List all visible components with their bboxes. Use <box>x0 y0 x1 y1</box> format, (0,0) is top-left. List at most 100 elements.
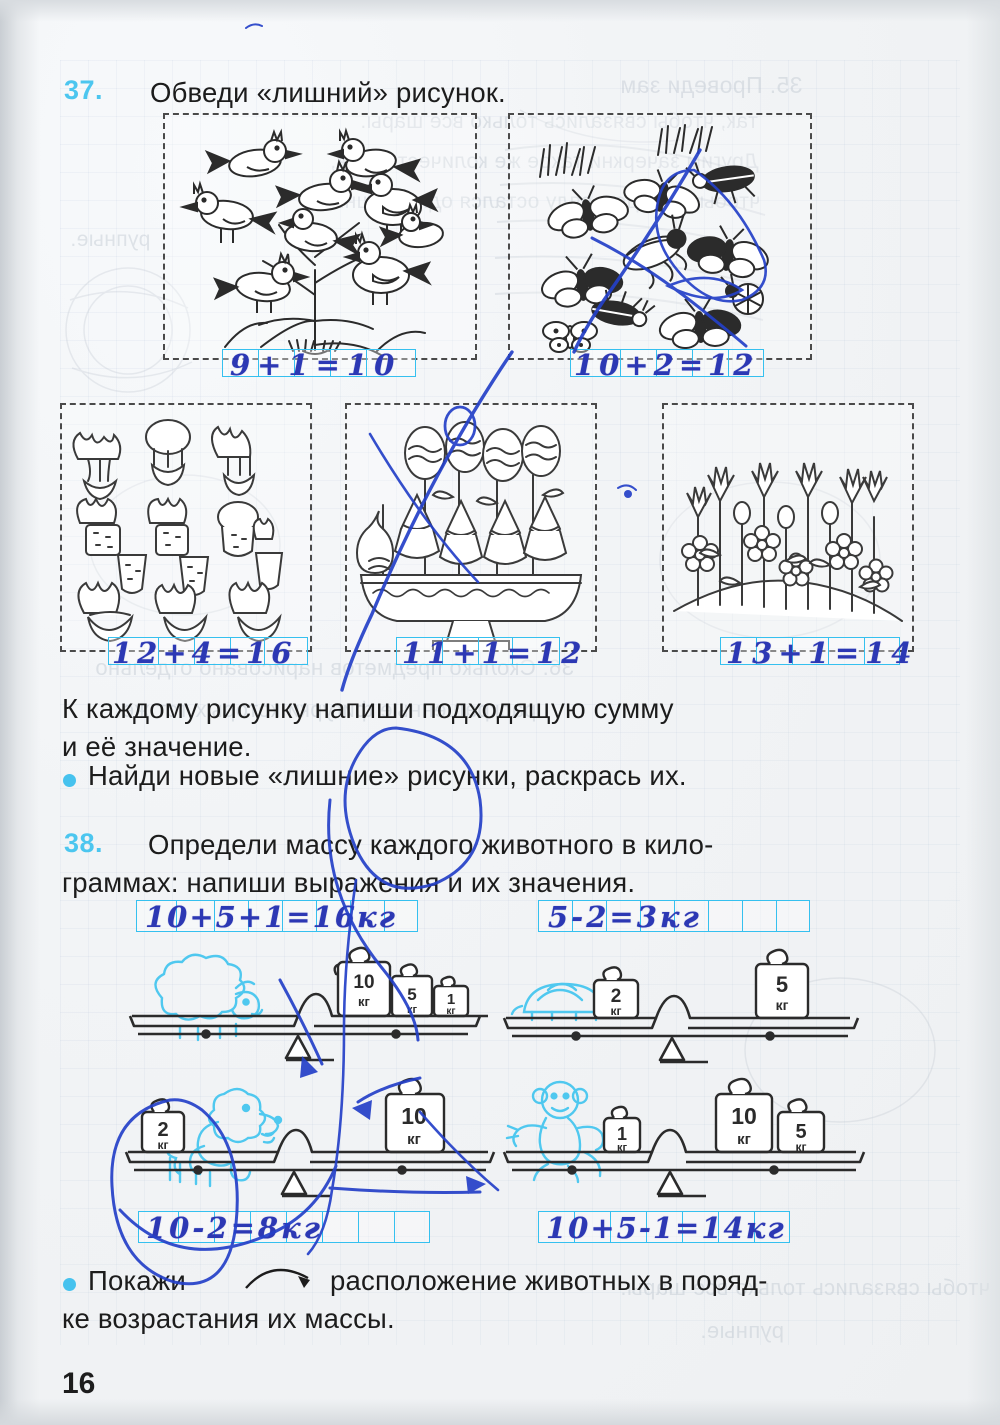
flowers-in-field-illustration <box>664 405 912 650</box>
exercise-37-prompt: Обведи «лишний» рисунок. <box>150 77 506 108</box>
answer-cell[interactable] <box>394 1211 430 1243</box>
scan-edge-top <box>0 0 1000 22</box>
answer-cell[interactable] <box>756 637 792 665</box>
answer-cell[interactable] <box>316 900 350 932</box>
answer-cell[interactable] <box>720 637 756 665</box>
answer-cell[interactable] <box>108 637 158 665</box>
exercise-38-prompt-line-1: Определи массу каждого животного в кило- <box>148 829 714 860</box>
answer-cell[interactable] <box>322 1211 358 1243</box>
answer-cell[interactable] <box>708 900 742 932</box>
answer-cell[interactable] <box>136 900 176 932</box>
answer-cell[interactable] <box>248 900 282 932</box>
answer-cell[interactable] <box>396 637 442 665</box>
exercise-37-bullet-line: Найди новые «лишние» рисунки, раскрась и… <box>88 760 687 791</box>
answer-cell[interactable] <box>574 1211 610 1243</box>
weight-label-5: 5 <box>407 985 416 1004</box>
weight-label-10: 10 <box>401 1103 427 1129</box>
answer-cell[interactable] <box>674 900 708 932</box>
answer-cell[interactable] <box>718 1211 754 1243</box>
curved-arrow-icon <box>245 1268 310 1289</box>
balance-scale-sheep: 10 кг 5 кг 1 кг <box>120 940 500 1070</box>
answer-cell[interactable] <box>194 637 230 665</box>
answer-cell[interactable] <box>366 349 416 377</box>
picture-frame-vegetables[interactable] <box>60 403 312 652</box>
picture-frame-butterflies[interactable] <box>508 113 812 360</box>
weight-unit: кг <box>610 1004 621 1018</box>
answer-cell[interactable] <box>754 1211 790 1243</box>
answer-cell[interactable] <box>682 1211 718 1243</box>
answer-cell[interactable] <box>230 637 264 665</box>
answer-cell[interactable] <box>656 349 692 377</box>
weight-unit: кг <box>407 1131 421 1148</box>
answer-cells-eggs[interactable] <box>396 637 560 665</box>
weight-label-1: 1 <box>447 991 455 1008</box>
answer-cell[interactable] <box>178 1211 214 1243</box>
answer-cell[interactable] <box>610 1211 646 1243</box>
answer-cell[interactable] <box>214 900 248 932</box>
answer-cell[interactable] <box>350 900 384 932</box>
answer-cell[interactable] <box>646 1211 682 1243</box>
answer-cell[interactable] <box>742 900 776 932</box>
answer-cells-butterflies[interactable] <box>570 349 764 377</box>
balance-scale-monkey: 1 кг 10 кг 5 кг <box>498 1072 868 1202</box>
balance-scale-poodle: 2 кг 10 кг <box>118 1072 498 1202</box>
answer-cells-poodle[interactable] <box>138 1211 430 1243</box>
weight-unit: кг <box>795 1140 806 1154</box>
answer-cell[interactable] <box>358 1211 394 1243</box>
picture-frame-birds[interactable] <box>163 113 477 360</box>
answer-cell[interactable] <box>442 637 478 665</box>
exercise-38-bullet-line-2: ке возрастания их массы. <box>62 1303 395 1334</box>
answer-cell[interactable] <box>294 349 330 377</box>
answer-cell[interactable] <box>606 900 640 932</box>
picture-frame-eggs[interactable] <box>345 403 597 652</box>
answer-cell[interactable] <box>570 349 620 377</box>
answer-cell[interactable] <box>512 637 560 665</box>
answer-cells-flowers[interactable] <box>720 637 900 665</box>
weight-label-10: 10 <box>353 972 374 993</box>
exercise-38-bullet-line-1a: Покажи <box>88 1265 186 1296</box>
picture-frame-flowers[interactable] <box>662 403 914 652</box>
answer-cell[interactable] <box>258 349 294 377</box>
answer-cell[interactable] <box>282 900 316 932</box>
exercise-37-number: 37. <box>64 75 104 105</box>
answer-cell[interactable] <box>776 900 810 932</box>
answer-cell[interactable] <box>572 900 606 932</box>
weight-unit: кг <box>157 1138 168 1152</box>
answer-cells-turtle[interactable] <box>538 900 810 932</box>
answer-cell[interactable] <box>478 637 512 665</box>
answer-cell[interactable] <box>286 1211 322 1243</box>
exercise-38-number: 38. <box>64 828 104 858</box>
answer-cell[interactable] <box>828 637 864 665</box>
answer-cell[interactable] <box>264 637 308 665</box>
scan-edge-right <box>966 0 1000 1425</box>
answer-cells-sheep[interactable] <box>136 900 418 932</box>
answer-cell[interactable] <box>620 349 656 377</box>
answer-cell[interactable] <box>538 1211 574 1243</box>
answer-cell[interactable] <box>330 349 366 377</box>
answer-cell[interactable] <box>692 349 728 377</box>
answer-cell[interactable] <box>138 1211 178 1243</box>
answer-cells-monkey[interactable] <box>538 1211 790 1243</box>
weight-label-1: 1 <box>617 1124 627 1144</box>
answer-cell[interactable] <box>384 900 418 932</box>
weight-label-2: 2 <box>611 986 622 1007</box>
answer-cell[interactable] <box>222 349 258 377</box>
exercise-37-followup-line-2: и её значение. <box>62 731 252 762</box>
answer-cells-vegetables[interactable] <box>108 637 308 665</box>
scan-edge-left <box>0 0 40 1425</box>
answer-cell[interactable] <box>864 637 900 665</box>
answer-cell[interactable] <box>158 637 194 665</box>
answer-cell[interactable] <box>792 637 828 665</box>
answer-cell[interactable] <box>640 900 674 932</box>
answer-cell[interactable] <box>728 349 764 377</box>
bullet-dot-icon <box>63 1278 76 1291</box>
bullet-dot-icon <box>63 774 76 787</box>
answer-cell[interactable] <box>250 1211 286 1243</box>
answer-cells-birds[interactable] <box>222 349 416 377</box>
answer-cell[interactable] <box>214 1211 250 1243</box>
weight-unit: кг <box>776 997 789 1013</box>
answer-cell[interactable] <box>538 900 572 932</box>
answer-cell[interactable] <box>176 900 214 932</box>
page-number: 16 <box>62 1367 96 1400</box>
